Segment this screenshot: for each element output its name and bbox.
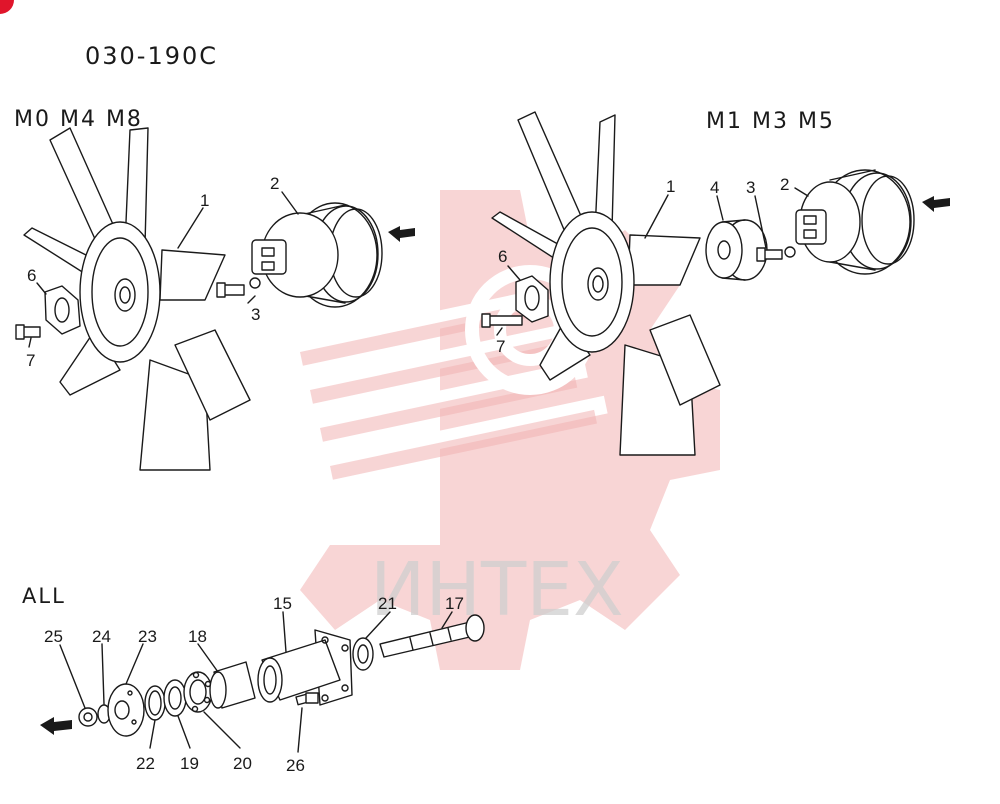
bearing-20 [183, 671, 213, 713]
group-label-left: M0 M4 M8 [14, 107, 143, 132]
left-bolt-7 [15, 324, 41, 340]
bottom-direction-arrow [40, 717, 72, 735]
callout-23: 23 [138, 627, 157, 646]
callout-22: 22 [136, 754, 155, 773]
callout-18: 18 [188, 627, 207, 646]
left-bolt-3 [216, 277, 261, 298]
left-fan [23, 127, 251, 471]
callout-17: 17 [445, 594, 464, 613]
callout-2: 2 [780, 175, 789, 194]
shaft-17 [379, 614, 485, 658]
callout-1: 1 [200, 191, 209, 210]
right-washer-6 [515, 275, 549, 323]
right-spacer-4 [705, 219, 768, 281]
callout-3: 3 [251, 305, 260, 324]
callout-7: 7 [26, 351, 35, 370]
group-label-right: M1 M3 M5 [706, 109, 835, 134]
nut-25 [78, 707, 98, 727]
bearing-19 [163, 679, 187, 717]
callout-15: 15 [273, 594, 292, 613]
flange-23 [107, 683, 145, 737]
diagram-code: 030-190C [85, 42, 218, 70]
callout-21: 21 [378, 594, 397, 613]
callout-6: 6 [27, 266, 36, 285]
callout-4: 4 [710, 178, 719, 197]
callout-1: 1 [666, 177, 675, 196]
group-label-bottom: ALL [22, 584, 66, 608]
right-bolt-7 [481, 313, 523, 328]
snap-ring-22 [144, 685, 166, 721]
left-pulley [251, 202, 383, 308]
left-direction-arrow [388, 226, 415, 242]
right-fan [491, 111, 721, 456]
callout-3: 3 [746, 178, 755, 197]
callout-6: 6 [498, 247, 507, 266]
callout-7: 7 [496, 337, 505, 356]
spacer-tube-18 [209, 661, 256, 709]
housing-15 [257, 629, 353, 706]
right-pulley [795, 169, 915, 275]
bolt-26 [295, 692, 319, 706]
callout-24: 24 [92, 627, 111, 646]
callout-20: 20 [233, 754, 252, 773]
callout-25: 25 [44, 627, 63, 646]
watermark-text: ИНТЕХ [370, 547, 624, 633]
callout-26: 26 [286, 756, 305, 775]
left-washer-6 [44, 285, 81, 335]
seal-21 [352, 637, 374, 671]
right-bolt-3 [756, 246, 796, 262]
right-direction-arrow [922, 196, 950, 212]
callout-19: 19 [180, 754, 199, 773]
corner-marker [0, 0, 14, 14]
callout-2: 2 [270, 174, 279, 193]
